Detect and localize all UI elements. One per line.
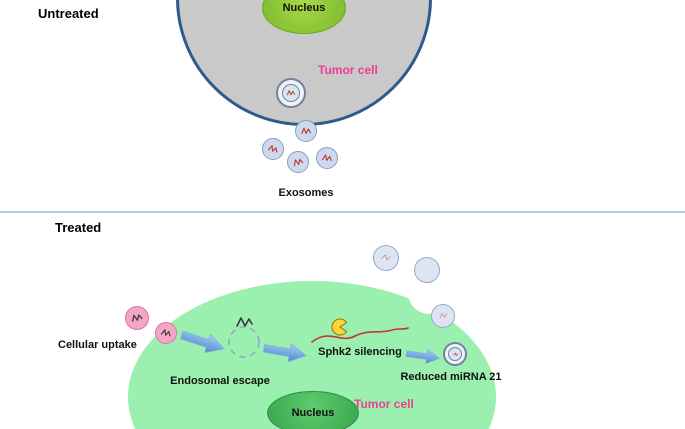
nucleus-label-untreated: Nucleus <box>282 2 326 14</box>
mirna-squiggle-icon <box>132 314 143 322</box>
mirna-squiggle-icon <box>452 352 458 356</box>
panel-divider <box>0 211 685 213</box>
mirna-squiggle-icon <box>160 329 171 337</box>
reduced-mirna-vesicle-lumen <box>447 346 463 362</box>
tumor-cell-label-treated: Tumor cell <box>354 397 414 411</box>
secreted-exosome <box>276 78 306 108</box>
mirna-squiggle-icon <box>321 154 332 161</box>
endosomal-escape-icon <box>228 317 260 358</box>
endosomal-escape-label: Endosomal escape <box>170 375 270 387</box>
exosome <box>262 138 284 160</box>
mirna-squiggle-icon <box>439 313 448 319</box>
arrow-icon <box>405 348 441 365</box>
treated-title: Treated <box>55 220 102 235</box>
reduced-mirna-label: Reduced miRNA 21 <box>400 371 502 383</box>
uptake-vesicle <box>125 306 149 330</box>
mirna-squiggle-icon <box>381 254 392 261</box>
nucleus-treated: Nucleus <box>267 391 359 429</box>
exosome <box>373 245 399 271</box>
exosome <box>287 151 309 173</box>
arrow-icon <box>262 343 307 363</box>
exosome <box>295 120 317 142</box>
uptake-vesicle <box>155 322 177 344</box>
nucleus-label-treated: Nucleus <box>291 407 335 419</box>
untreated-title: Untreated <box>38 6 99 21</box>
cellular-uptake-label: Cellular uptake <box>58 339 137 351</box>
sphk2-silencing-label: Sphk2 silencing <box>318 346 402 358</box>
secreted-exosome-lumen <box>281 83 301 103</box>
sphk2-silencing-icon <box>311 318 409 343</box>
exosomes-label: Exosomes <box>278 187 334 199</box>
tumor-cell-label-untreated: Tumor cell <box>318 63 378 77</box>
mirna-squiggle-icon <box>267 144 278 153</box>
mirna-squiggle-icon <box>301 127 311 134</box>
mirna-squiggle-icon <box>293 158 304 166</box>
mirna-squiggle-icon <box>286 90 296 96</box>
arrow-icon <box>179 330 226 354</box>
reduced-mirna-vesicle <box>443 342 467 366</box>
exosome <box>414 257 440 283</box>
exosome <box>316 147 338 169</box>
exosome <box>431 304 455 328</box>
